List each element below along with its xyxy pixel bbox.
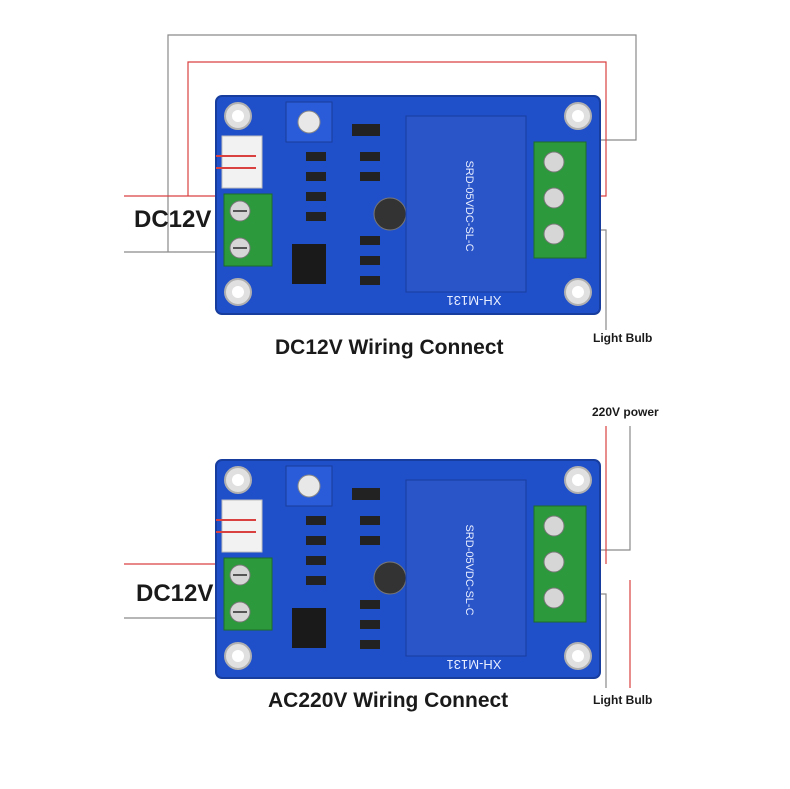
supply-label: DC12V [136,580,214,607]
relay-board: SRD-05VDC-SL-C XH-M131 [215,459,601,679]
sensor-connector [221,135,263,189]
potentiometer [285,101,333,143]
capacitor [373,561,407,595]
smd-components [306,124,380,285]
relay-model: SRD-05VDC-SL-C [463,160,475,251]
power-label: 220V power [592,405,659,419]
diagram-caption: AC220V Wiring Connect [268,689,509,712]
model-text: XH-M131 [447,293,502,308]
ac220v-wiring-diagram: SRD-05VDC-SL-C XH-M131 DC12V AC220V Wiri… [0,390,790,789]
wire-outer [167,34,637,252]
wires [124,426,631,688]
wire-inner [187,61,607,197]
load-label: Light Bulb [593,331,653,345]
diagram-caption: DC12V Wiring Connect [275,336,504,359]
mounting-holes [224,466,592,670]
ic-chip [292,608,326,648]
relay [405,115,527,293]
supply-label: DC12V [134,206,212,233]
relay-board: SRD-05VDC-SL-C XH-M131 [215,95,601,315]
sensor-connector [221,499,263,553]
capacitor [373,197,407,231]
relay-model: SRD-05VDC-SL-C [463,524,475,615]
load-label: Light Bulb [593,693,653,707]
mounting-holes [224,102,592,306]
dc12v-wiring-graphic: SRD-05VDC-SL-C XH-M131 [124,34,637,330]
smd-components [306,488,380,649]
wire-220v-a [592,426,631,551]
relay [405,479,527,657]
ic-chip [292,244,326,284]
model-text: XH-M131 [447,657,502,672]
dc12v-wiring-diagram: SRD-05VDC-SL-C XH-M131 DC12V DC12V Wirin… [0,0,790,390]
ac220v-wiring-graphic: SRD-05VDC-SL-C XH-M131 [124,426,631,688]
